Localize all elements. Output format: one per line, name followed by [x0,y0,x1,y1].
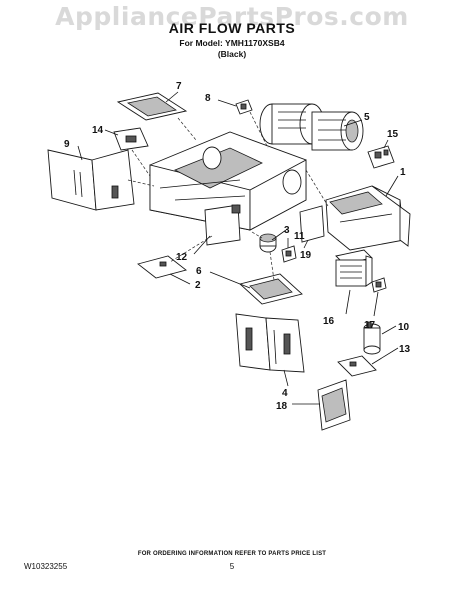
part-5-blower-fan[interactable] [259,103,364,151]
callout-18: 18 [276,401,288,412]
callout-1: 1 [400,167,406,178]
callout-16: 16 [323,316,335,327]
page-title: AIR FLOW PARTS [168,20,296,36]
part-19-baffle-plate[interactable] [299,205,325,243]
callout-6: 6 [196,266,202,277]
callout-8: 8 [205,93,211,104]
callout-9: 9 [64,139,70,150]
part-16-transformer[interactable] [335,249,373,287]
part-15-relay-bracket[interactable] [367,145,395,169]
part-3-motor[interactable] [259,233,277,253]
part-7-filter-panel[interactable] [116,92,188,121]
part-10-capacitor[interactable] [363,321,381,355]
part-8-clip[interactable] [235,99,253,115]
part-6-cover-plate[interactable] [239,273,303,305]
part-18-vent-insert[interactable] [317,379,351,431]
part-13-capacitor-bracket[interactable] [337,355,377,377]
callout-3: 3 [284,225,290,236]
callout-10: 10 [398,322,410,333]
watermark: AppliancePartsPros.com [55,2,409,31]
part-17-bracket[interactable] [371,277,387,293]
callout-14: 14 [92,125,104,136]
callout-17: 17 [364,320,376,331]
callout-11: 11 [294,231,305,242]
callout-15: 15 [387,129,399,140]
ordering-note: FOR ORDERING INFORMATION REFER TO PARTS … [137,551,327,557]
assembly-lines [127,111,329,281]
callout-2: 2 [195,280,201,291]
document-number: W10323255 [24,562,68,571]
callout-numbers: 7 8 14 9 5 15 1 3 11 19 12 6 2 16 17 10 … [64,81,411,412]
model-subtitle: For Model: YMH1170XSB4 [179,38,285,48]
main-cavity-assembly [149,131,307,246]
part-14-bracket[interactable] [113,127,149,151]
callout-7: 7 [176,81,182,92]
callout-19: 19 [300,250,312,261]
callout-4: 4 [282,388,288,399]
part-4-side-panel[interactable] [235,313,305,373]
callout-5: 5 [364,112,370,123]
part-11-connector[interactable] [281,245,297,263]
color-subtitle: (Black) [217,49,247,59]
callout-13: 13 [399,344,411,355]
page-number: 5 [229,562,235,571]
leader-lines [77,91,399,405]
part-2-plate[interactable] [137,255,187,279]
part-9-side-duct[interactable] [47,149,135,211]
callout-12: 12 [176,252,188,263]
part-1-air-duct[interactable] [325,185,411,251]
